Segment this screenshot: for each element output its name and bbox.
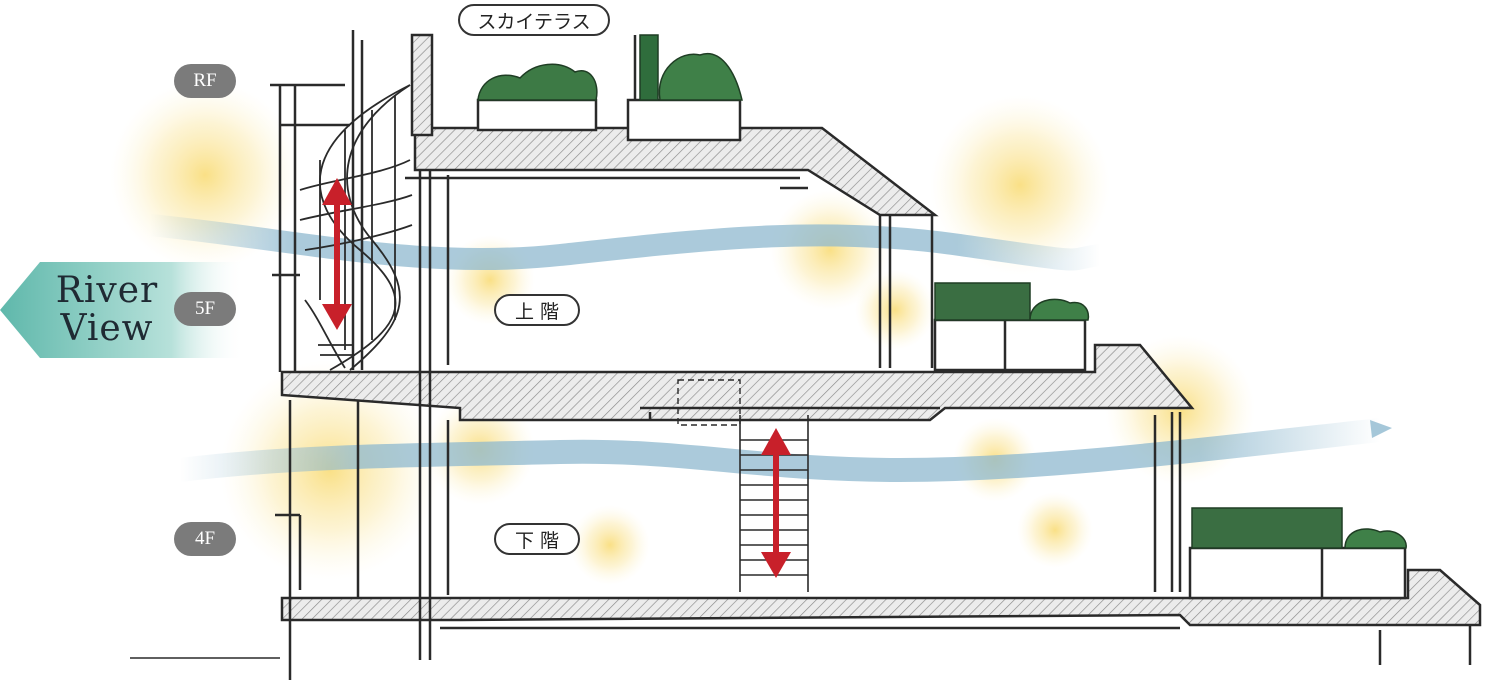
- floor-badge-5f: 5F: [174, 292, 236, 326]
- floor-slab-4f: [280, 568, 1482, 627]
- hedge: [1191, 507, 1343, 549]
- shrub: [1029, 298, 1090, 321]
- floor-badge-rf: RF: [174, 64, 236, 98]
- greenery: [477, 34, 1407, 549]
- spiral-staircase: [299, 84, 413, 371]
- floor-slab-5f: [280, 343, 1195, 422]
- shrub: [1344, 528, 1407, 549]
- shrub: [658, 52, 743, 101]
- arrow-upper-head-top: [322, 178, 352, 205]
- lower-floor-label: 下 階: [494, 523, 580, 555]
- light-glow: [770, 190, 890, 310]
- river-view-line1: River: [55, 270, 159, 311]
- light-glow: [855, 270, 935, 350]
- arrow-upper-head-bottom: [322, 304, 352, 330]
- planter-box: [626, 98, 742, 142]
- hedge: [639, 34, 659, 101]
- airflow-arrowhead: [1370, 420, 1392, 438]
- structure: [130, 30, 1482, 680]
- hedge: [934, 282, 1031, 321]
- river-view-label: River View: [44, 272, 170, 348]
- planter-box: [1188, 546, 1407, 600]
- light-glow: [1017, 492, 1093, 568]
- vertical-circulation-arrows: [322, 178, 791, 578]
- arrow-lower-head-top: [761, 428, 791, 455]
- shrub: [477, 63, 598, 101]
- light-glow: [570, 505, 650, 585]
- roof-parapet: [410, 33, 434, 137]
- upper-floor-label: 上 階: [494, 294, 580, 326]
- planter-box: [933, 318, 1087, 372]
- light-glow: [930, 95, 1110, 275]
- river-view-line2: View: [60, 308, 154, 349]
- arrow-lower-head-bottom: [761, 552, 791, 578]
- planter-box: [476, 98, 598, 132]
- river-view-arrow: [0, 262, 245, 358]
- sky-terrace-label: スカイテラス: [458, 4, 610, 36]
- floor-badge-4f: 4F: [174, 522, 236, 556]
